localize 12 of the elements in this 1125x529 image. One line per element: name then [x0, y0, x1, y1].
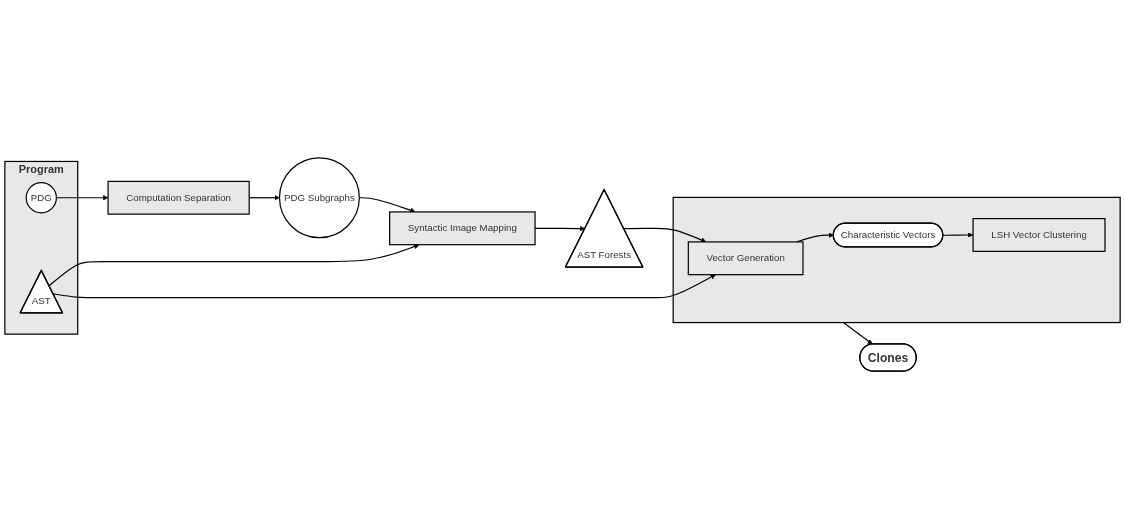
arrow [623, 227, 707, 243]
node-box: Computation Separation [107, 180, 250, 215]
arrow [48, 243, 420, 287]
node-box: LSH Vector Clustering [972, 218, 1106, 252]
arrow [52, 274, 716, 299]
node-circle: PDG [25, 182, 57, 214]
node-circle: PDG Subgraphs [278, 157, 360, 239]
node-box: Vector Generation [687, 241, 804, 276]
arrow [842, 322, 873, 345]
arrow [942, 232, 974, 238]
cluster [672, 196, 1121, 324]
node-box: Syntactic Image Mapping [389, 211, 536, 246]
